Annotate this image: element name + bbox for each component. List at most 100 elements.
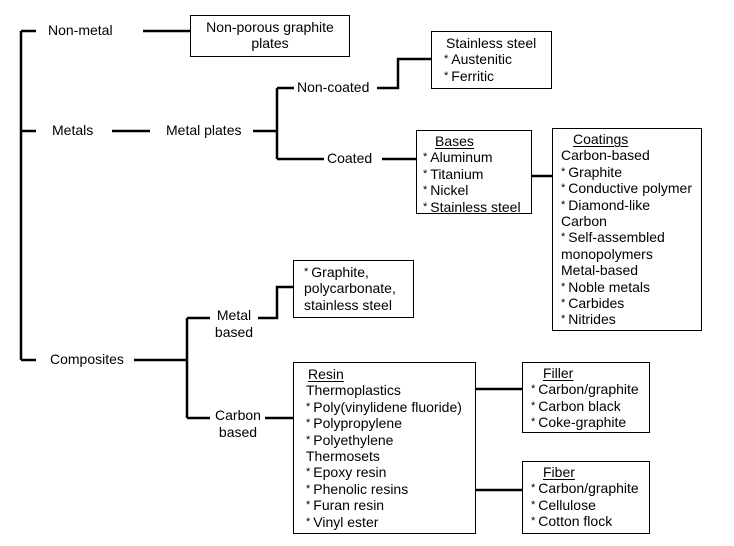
bullet-star: * bbox=[306, 499, 311, 512]
box-line-text: Carbides bbox=[568, 295, 625, 312]
box-line-text: Noble metals bbox=[568, 278, 650, 295]
bullet-star: * bbox=[444, 69, 449, 82]
box-line-text: Polypropylene bbox=[313, 415, 403, 432]
box-line: *Graphite, bbox=[304, 264, 413, 280]
label-carbon-based-line: based bbox=[218, 424, 258, 440]
box-line: *Poly(vinylidene fluoride) bbox=[306, 399, 475, 415]
box-item: Nickel bbox=[430, 182, 469, 199]
bullet-star: * bbox=[423, 184, 428, 197]
box-line-text: Polyethylene bbox=[313, 431, 394, 448]
box-line: Thermoplastics bbox=[306, 382, 475, 398]
bullet-star: * bbox=[306, 417, 311, 430]
bullet-star: * bbox=[306, 515, 311, 528]
box-line: polycarbonate, bbox=[304, 280, 413, 296]
box-item: Titanium bbox=[430, 165, 484, 182]
box-line-text: Phenolic resins bbox=[313, 480, 409, 497]
box-item: Aluminum bbox=[430, 149, 493, 166]
box-bases: Bases *Aluminum *Titanium *Nickel *Stain… bbox=[416, 130, 532, 215]
box-line: Carbon-based bbox=[561, 147, 701, 163]
box-item: Carbon black bbox=[538, 397, 621, 414]
bullet-star: * bbox=[531, 498, 536, 511]
box-line-text: stainless steel bbox=[304, 296, 392, 313]
box-line-text: Thermosets bbox=[306, 448, 380, 465]
box-line-text: polycarbonate, bbox=[304, 280, 396, 297]
box-line-text: monopolymers bbox=[561, 245, 653, 262]
box-line-text: Epoxy resin bbox=[313, 464, 387, 481]
box-line-text: Vinyl ester bbox=[313, 513, 379, 530]
resin-list: Thermoplastics*Poly(vinylidene fluoride)… bbox=[306, 382, 475, 530]
bullet-star: * bbox=[561, 165, 566, 178]
bullet-star: * bbox=[561, 198, 566, 211]
box-item: Carbon/graphite bbox=[538, 480, 639, 497]
label-metal-based: Metal based bbox=[212, 307, 256, 341]
label-metals: Metals bbox=[52, 122, 94, 138]
box-line: Metal-based bbox=[561, 262, 701, 278]
bullet-star: * bbox=[561, 313, 566, 326]
label-carbon-based: Carbon based bbox=[212, 407, 264, 441]
bullet-star: * bbox=[531, 515, 536, 528]
box-stainless-steel: Stainless steel *Austenitic *Ferritic bbox=[431, 31, 552, 89]
box-item: Coke-graphite bbox=[538, 414, 627, 431]
box-line: *Self-assembled bbox=[561, 229, 701, 245]
box-line-text: Diamond-like bbox=[568, 196, 650, 213]
box-line: *Epoxy resin bbox=[306, 464, 475, 480]
bullet-star: * bbox=[531, 416, 536, 429]
box-item: Stainless steel bbox=[430, 198, 521, 215]
bullet-star: * bbox=[306, 466, 311, 479]
box-line: *Nitrides bbox=[561, 311, 701, 327]
box-line-text: Carbon-based bbox=[561, 147, 650, 164]
box-graphite-plates: Non-porous graphite plates bbox=[190, 15, 350, 57]
box-line: *Vinyl ester bbox=[306, 514, 475, 530]
box-title: Stainless steel bbox=[446, 35, 537, 51]
box-item: Carbon/graphite bbox=[538, 381, 639, 398]
box-line: *Diamond-like bbox=[561, 197, 701, 213]
box-resin: Resin Thermoplastics*Poly(vinylidene flu… bbox=[293, 362, 476, 534]
bullet-star: * bbox=[423, 167, 428, 180]
box-title: Coatings bbox=[573, 131, 629, 147]
box-line-text: Graphite, bbox=[311, 264, 369, 280]
box-title: Fiber bbox=[543, 464, 575, 480]
bullet-star: * bbox=[304, 266, 309, 278]
bullet-star: * bbox=[306, 482, 311, 495]
bullet-star: * bbox=[531, 482, 536, 495]
metal-composite-list: *Graphite,polycarbonate,stainless steel bbox=[304, 264, 413, 313]
label-carbon-based-line: Carbon bbox=[215, 407, 261, 423]
box-line: *Noble metals bbox=[561, 279, 701, 295]
label-non-coated: Non-coated bbox=[297, 79, 370, 95]
bullet-star: * bbox=[561, 297, 566, 310]
label-coated: Coated bbox=[327, 150, 373, 166]
box-line: *Phenolic resins bbox=[306, 481, 475, 497]
box-line-text: Furan resin bbox=[313, 497, 385, 514]
bullet-star: * bbox=[444, 53, 449, 66]
label-metal-based-line: based bbox=[214, 324, 254, 340]
bullet-star: * bbox=[561, 280, 566, 293]
bullet-star: * bbox=[561, 182, 566, 195]
bullet-star: * bbox=[423, 200, 428, 213]
box-line-text: Graphite bbox=[568, 163, 622, 180]
bullet-star: * bbox=[306, 400, 311, 413]
bullet-star: * bbox=[531, 383, 536, 396]
box-line-text: Carbon bbox=[561, 213, 607, 230]
box-line: *Polypropylene bbox=[306, 415, 475, 431]
label-composites: Composites bbox=[50, 351, 124, 367]
box-item: Ferritic bbox=[451, 67, 495, 84]
metal-based-to-box bbox=[258, 285, 293, 320]
label-metal-based-line: Metal bbox=[216, 307, 252, 323]
box-coatings: Coatings Carbon-based*Graphite*Conductiv… bbox=[552, 128, 702, 331]
box-line-text: Poly(vinylidene fluoride) bbox=[313, 398, 462, 415]
bullet-star: * bbox=[306, 433, 311, 446]
box-title: Bases bbox=[435, 133, 474, 149]
label-metal-plates: Metal plates bbox=[166, 122, 242, 138]
box-item: Cotton flock bbox=[538, 513, 613, 530]
box-line-text: Metal-based bbox=[561, 262, 639, 279]
box-title: Resin bbox=[308, 366, 344, 382]
box-line: *Polyethylene bbox=[306, 432, 475, 448]
coatings-list: Carbon-based*Graphite*Conductive polymer… bbox=[561, 147, 701, 327]
box-line: Carbon bbox=[561, 213, 701, 229]
box-fiber: Fiber *Carbon/graphite *Cellulose *Cotto… bbox=[522, 461, 650, 534]
box-filler: Filler *Carbon/graphite *Carbon black *C… bbox=[522, 362, 650, 433]
box-line: plates bbox=[251, 35, 289, 52]
bullet-star: * bbox=[561, 231, 566, 244]
box-line: *Graphite bbox=[561, 164, 701, 180]
